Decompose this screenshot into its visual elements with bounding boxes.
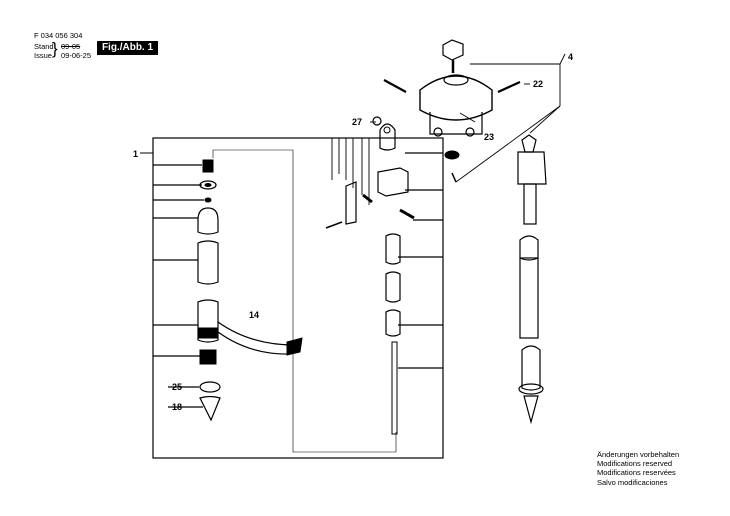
- note-es: Salvo modificaciones: [597, 477, 668, 487]
- callout-23: 23: [484, 132, 494, 142]
- leg-collar: [519, 235, 539, 261]
- callout-14: 14: [249, 310, 259, 320]
- clamp-eye-part: [379, 123, 396, 151]
- lock-block-part: [377, 167, 409, 197]
- leader-lines-4: [370, 53, 566, 183]
- cap-part: [197, 207, 219, 235]
- tube-part: [197, 240, 219, 285]
- pin-part: [399, 208, 415, 220]
- washer-part: [199, 180, 217, 190]
- callout-25: 25: [172, 382, 182, 392]
- issue-label: Issue: [34, 51, 52, 60]
- mid-sleeve-part: [385, 271, 401, 303]
- note-en: Modifications reserved: [597, 459, 673, 469]
- flex-tube-tip: [286, 337, 303, 356]
- callout-22: 22: [533, 79, 543, 89]
- figure-badge: Fig./Abb. 1: [97, 41, 158, 55]
- spike-part: [199, 395, 221, 422]
- leg-middle-tube: [519, 257, 539, 339]
- spring-part: [202, 159, 214, 173]
- small-washer-part: [444, 150, 460, 160]
- lower-housing-part: [197, 299, 219, 343]
- callout-18: 18: [172, 402, 182, 412]
- callout-1: 1: [133, 149, 138, 159]
- leg-upper-tube: [523, 183, 537, 225]
- leg-foot-disk: [518, 383, 544, 395]
- side-screw-part: [383, 79, 407, 93]
- plate-part: [345, 181, 357, 225]
- flex-tube: [217, 321, 296, 346]
- mid-tube-part: [385, 233, 401, 265]
- leg-lower-tube: [521, 345, 541, 391]
- brace-glyph: }: [52, 39, 58, 58]
- mid-end-part: [385, 309, 401, 337]
- callout-4: 4: [568, 52, 573, 62]
- nut-part: [433, 127, 443, 137]
- screw-knob-part: [199, 349, 217, 365]
- stand-label: Stand: [34, 42, 54, 51]
- screw-part: [325, 221, 343, 229]
- document-number: F 034 056 304: [34, 31, 83, 40]
- small-ring-part: [204, 197, 212, 203]
- tilt-head-part: [419, 75, 493, 121]
- rod-part: [391, 341, 398, 435]
- stand-date: 09-05: [61, 42, 81, 51]
- right-leader-lines: [398, 152, 443, 369]
- leg-foot-spike: [523, 395, 539, 425]
- inner-pointer-lines: [331, 138, 370, 205]
- leg-top-eye: [521, 134, 537, 153]
- left-leader-lines: [153, 164, 204, 408]
- disk-part: [199, 381, 221, 393]
- modifications-note: Änderungen vorbehalten Modifications res…: [597, 450, 679, 487]
- callout-27: 27: [352, 117, 362, 127]
- note-de: Änderungen vorbehalten: [597, 450, 680, 459]
- leg-clamp: [517, 151, 547, 185]
- connection-line: [212, 149, 397, 453]
- assembly-frame: [152, 137, 444, 459]
- issue-date: 09-06-25: [61, 51, 92, 60]
- top-bolt-head: [442, 39, 464, 61]
- housing-band: [197, 327, 219, 339]
- note-fr: Modifications reservées: [597, 468, 676, 478]
